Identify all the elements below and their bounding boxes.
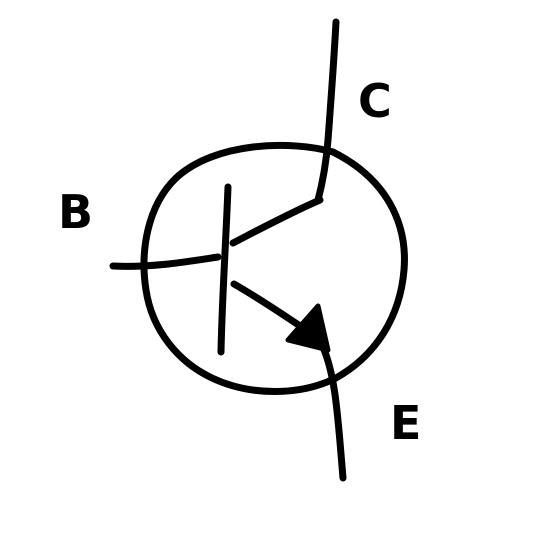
emitter-label: E xyxy=(390,396,421,450)
emitter-lead xyxy=(318,341,347,482)
base-bar xyxy=(217,183,232,356)
base-lead xyxy=(109,253,222,270)
collector-lead xyxy=(314,18,340,204)
emitter-arrowhead xyxy=(285,303,331,353)
collector-internal-line xyxy=(229,196,324,247)
base-label: B xyxy=(58,185,93,239)
collector-label: C xyxy=(358,74,392,128)
transistor-envelope-circle xyxy=(140,141,408,395)
